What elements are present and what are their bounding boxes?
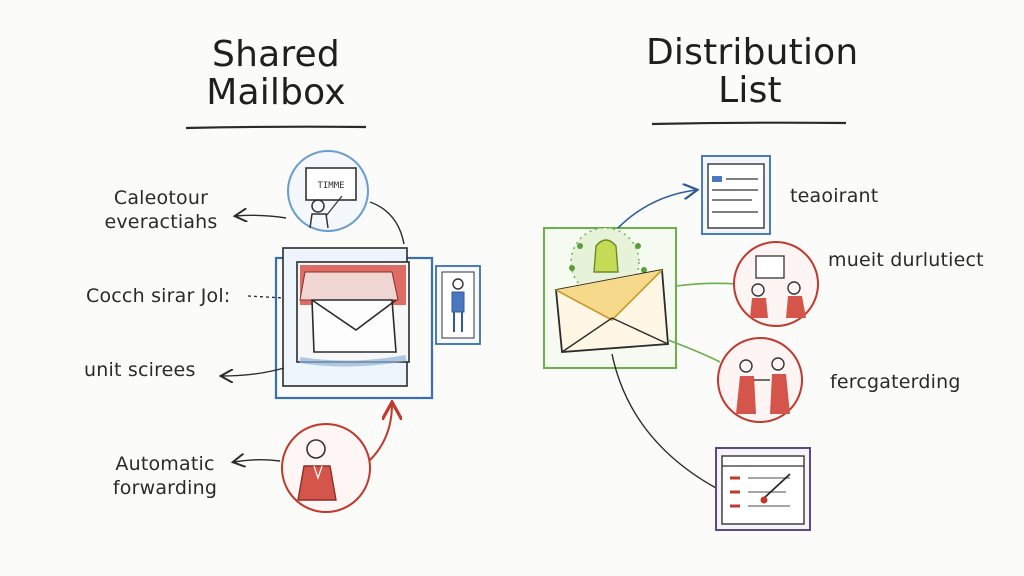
arrow-person-to-mailbox (369, 404, 392, 461)
left-title-line1: Shared (212, 34, 340, 75)
arrow-lower-label (222, 367, 285, 376)
right-title-line1: Distribution (646, 32, 859, 73)
left-title-line2: Mailbox (206, 72, 346, 113)
connector-to-group (675, 282, 737, 287)
label-caleotour: Caleotour everactiahs (104, 187, 218, 233)
arrow-bottom-label (234, 460, 281, 462)
arrow-middle-label (247, 295, 285, 299)
shared-mailbox-icon (274, 247, 434, 400)
left-title-underline (185, 125, 367, 130)
team-icon (717, 337, 803, 423)
group-meeting-icon (733, 241, 819, 327)
label-cocch: Cocch sirar Jol: (86, 285, 231, 307)
presenter-screen-text: TIMME (317, 181, 344, 191)
arrow-top-label (236, 215, 287, 218)
label-automatic-forwarding: Automatic forwarding (112, 453, 218, 499)
label-teaoirant: teaoirant (790, 185, 879, 207)
connector-to-team (667, 339, 721, 363)
right-title-underline (651, 121, 847, 126)
worker-card-icon (435, 265, 481, 345)
arrow-to-document (617, 190, 696, 229)
connector-to-browser (611, 353, 717, 489)
presenter-icon: TIMME (287, 150, 369, 232)
forwarding-person-icon (281, 423, 371, 513)
label-fercgaterding: fercgaterding (830, 371, 961, 393)
right-title-line2: List (718, 70, 782, 111)
browser-window-icon (715, 447, 811, 531)
label-unit-scirees: unit scirees (84, 359, 196, 381)
label-mueit: mueit durlutiect (828, 249, 984, 271)
connector-presenter-to-mailbox (369, 201, 405, 245)
document-window-icon (701, 155, 771, 235)
distribution-envelope-icon (543, 227, 677, 369)
